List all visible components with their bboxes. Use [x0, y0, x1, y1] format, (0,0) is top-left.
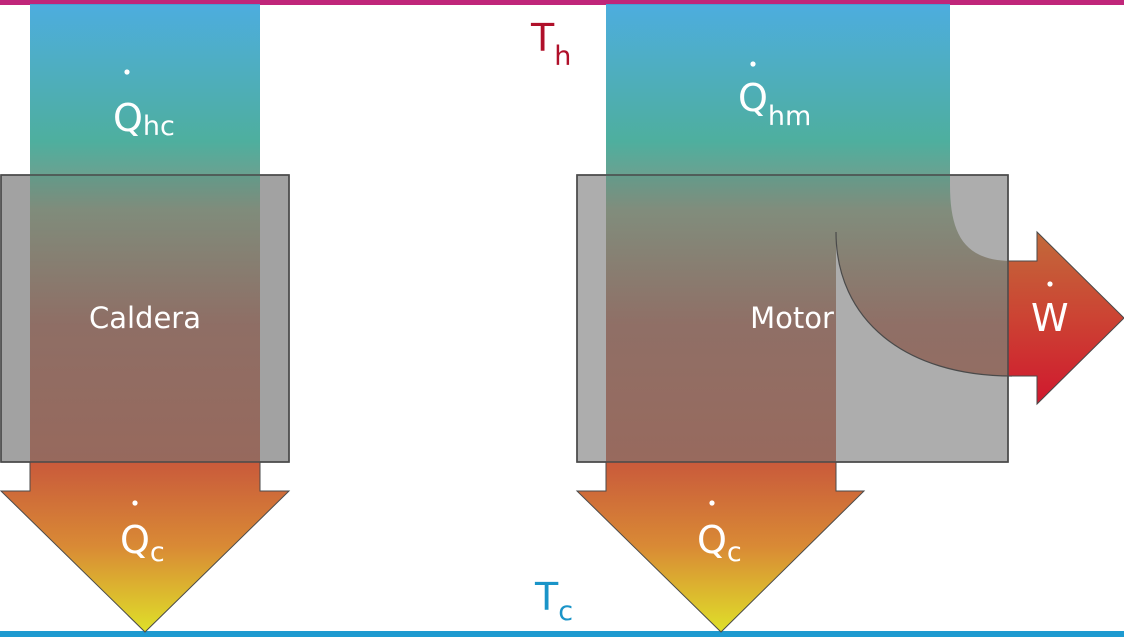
boiler-name: Caldera — [89, 301, 201, 335]
engine-name: Motor — [750, 301, 834, 335]
engine-box-outline — [576, 174, 1009, 463]
engine-work-label: W — [1031, 296, 1069, 340]
engine-group: Qhm Motor W Qc — [575, 4, 1124, 633]
cold-reservoir-line — [0, 631, 1124, 637]
boiler-heat-in-label: Qhc — [113, 96, 175, 142]
engine-heat-out-dot — [709, 500, 715, 506]
hot-reservoir-line — [0, 0, 1124, 5]
boiler-box-outline — [0, 174, 290, 463]
engine-heat-in-label: Qhm — [738, 76, 811, 132]
engine-heat-out-label: Qc — [697, 518, 742, 568]
engine-work-arrow — [1007, 230, 1124, 406]
engine-split-curve — [835, 231, 1013, 377]
boiler-group: Qhc Caldera Qc — [0, 4, 291, 633]
boiler-heat-out-dot — [132, 500, 138, 506]
engine-heat-in-dot — [750, 61, 756, 67]
engine-work-dot — [1047, 281, 1053, 287]
boiler-heat-out-arrow — [0, 461, 291, 633]
boiler-heat-in-dot — [124, 69, 130, 75]
boiler-heat-in-stream — [30, 4, 260, 462]
boiler-heat-out-label: Qc — [120, 518, 165, 568]
engine-heat-stream — [606, 4, 1037, 462]
engine-heat-out-arrow — [575, 461, 866, 633]
cold-temperature-label: Tc — [534, 575, 573, 627]
hot-temperature-label: Th — [530, 16, 571, 72]
